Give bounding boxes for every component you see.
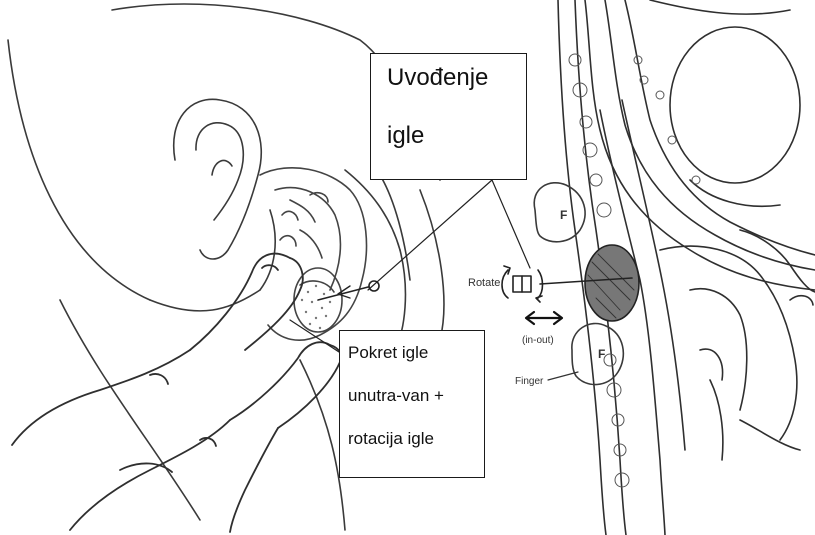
finger-marker-lower-label: F	[598, 347, 605, 361]
callout-motion-line2: unutra-van +	[348, 385, 484, 428]
callout-needle-insertion: Uvođenje igle	[370, 53, 527, 180]
callout-needle-motion: Pokret igle unutra-van + rotacija igle	[339, 330, 485, 478]
callout-insertion-line1: Uvođenje	[387, 64, 526, 122]
callout-motion-line1: Pokret igle	[348, 342, 484, 385]
finger-marker-upper-label: F	[560, 208, 567, 222]
callout-insertion-line2: igle	[387, 122, 526, 150]
tonsil-texture	[301, 285, 331, 329]
leader-lines	[290, 180, 530, 352]
callout-motion-line3: rotacija igle	[348, 428, 484, 471]
rotate-label: Rotate	[468, 277, 500, 289]
examiner-hand	[12, 254, 342, 532]
ear	[174, 99, 262, 259]
finger-label: Finger	[515, 376, 544, 387]
in-out-arrow	[526, 312, 562, 324]
in-out-label: (in-out)	[522, 335, 554, 346]
tonsil-mass	[585, 245, 639, 321]
finger-leader	[548, 372, 578, 380]
needle-left	[318, 281, 379, 300]
